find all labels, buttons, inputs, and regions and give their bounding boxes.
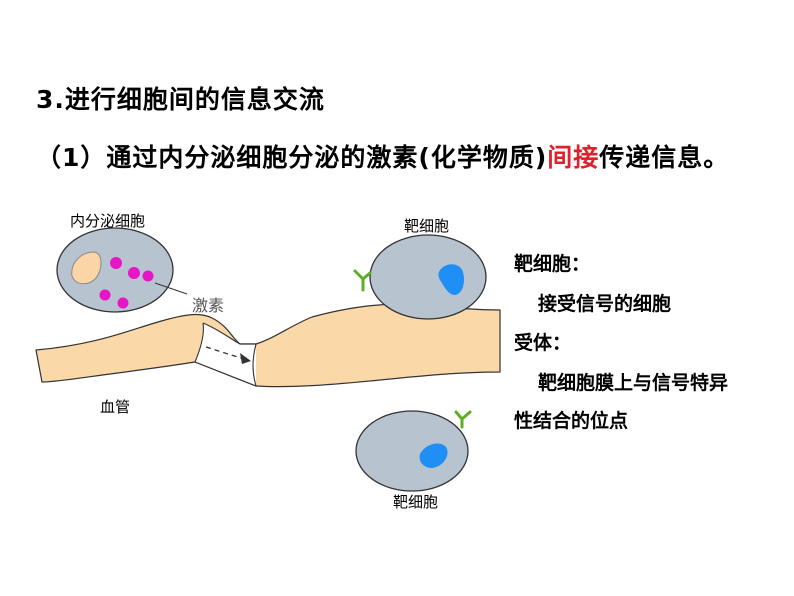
target-cell-top: [369, 234, 487, 320]
target-nucleus-bottom: [419, 443, 448, 468]
receptor-definition-line1: 靶细胞膜上与信号特异: [538, 372, 729, 394]
vessel-bottom-edge: [194, 361, 257, 387]
blood-vessel-label: 血管: [100, 398, 131, 416]
hormone-label: 激素: [192, 296, 225, 315]
hormone-dot: [110, 257, 122, 269]
endocrine-cell: [56, 227, 174, 313]
receptor-term: 受体：: [514, 332, 572, 354]
receptor-definition-line2: 性结合的位点: [514, 410, 629, 432]
lumen-edge-left: [194, 322, 204, 363]
hormone-dot: [117, 297, 129, 309]
subheading-text: （1）通过内分泌细胞分泌的激素(化学物质): [36, 143, 548, 172]
flow-arrow: [205, 346, 248, 361]
subheading-text-end: 传递信息。: [599, 143, 730, 172]
target-cell-top-label: 靶细胞: [404, 217, 450, 235]
receptor-bottom: [454, 410, 472, 429]
endocrine-nucleus: [71, 251, 102, 285]
receptor-top: [353, 269, 372, 292]
hormone-dot: [99, 289, 111, 301]
blood-vessel-lumen: [195, 323, 256, 386]
vessel-top-edge: [202, 322, 256, 345]
endocrine-cell-label: 内分泌细胞: [70, 212, 146, 230]
target-cell-term: 靶细胞：: [514, 253, 591, 275]
hormone-dot: [142, 270, 154, 282]
hormone-dot: [128, 267, 140, 279]
subheading-highlight: 间接: [547, 143, 600, 172]
flow-arrow-head: [240, 353, 251, 364]
target-cell-definition: 接受信号的细胞: [538, 293, 672, 315]
lumen-edge-right: [252, 343, 257, 387]
target-nucleus-top: [438, 264, 465, 295]
section-heading: 3.进行细胞间的信息交流: [36, 85, 325, 114]
hormone-leader-line: [154, 282, 188, 295]
target-cell-bottom: [355, 410, 469, 492]
section-subheading: （1）通过内分泌细胞分泌的激素(化学物质)间接传递信息。: [36, 138, 729, 174]
target-cell-bottom-label: 靶细胞: [393, 493, 439, 511]
